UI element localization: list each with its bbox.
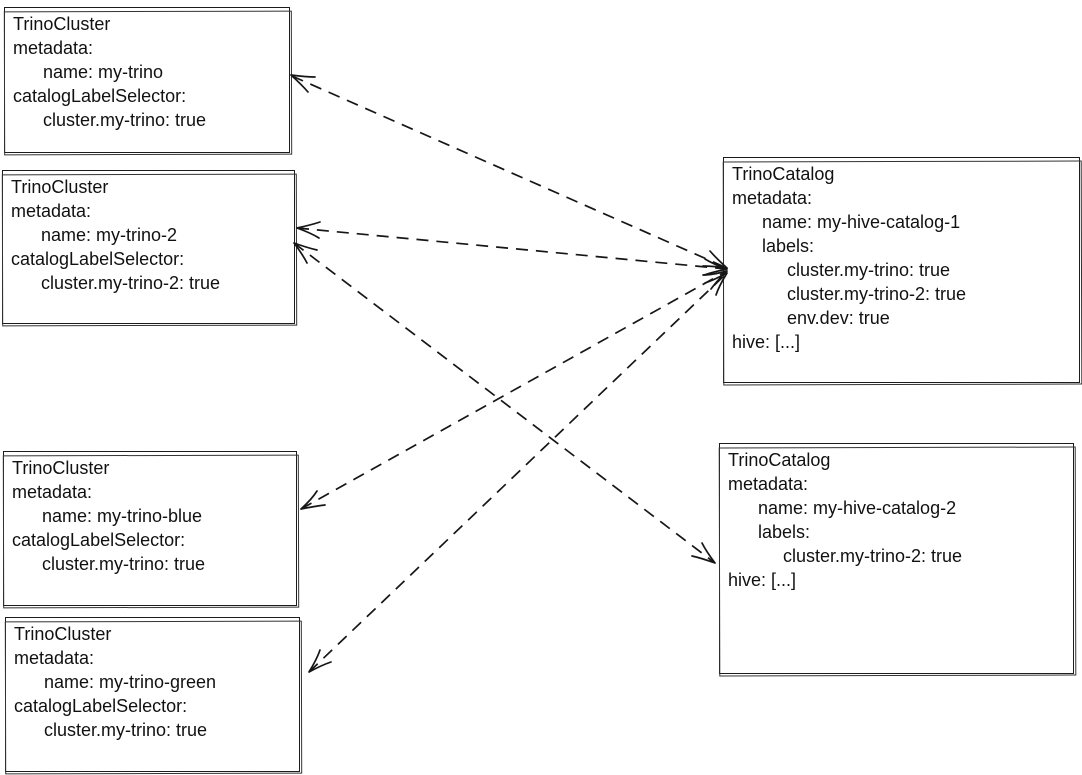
- box-line: cluster.my-trino: true: [42, 554, 206, 574]
- box-line: labels:: [762, 236, 815, 256]
- box-line: catalogLabelSelector:: [12, 530, 186, 550]
- edge-catalog1-my-trino-blue: [300, 270, 728, 510]
- box-line: catalogLabelSelector:: [14, 696, 188, 716]
- box-line: TrinoCluster: [11, 177, 109, 197]
- trino-cluster-my-trino-box: TrinoCluster metadata: name: my-trino ca…: [4, 7, 290, 153]
- box-line: cluster.my-trino: true: [43, 110, 207, 130]
- box-line: hive: [...]: [728, 570, 797, 590]
- edge-catalog1-my-trino-2: [296, 227, 728, 270]
- arrowhead-into-my-trino: [290, 74, 316, 93]
- arrowhead-into-catalog2-from-my-trino-2: [691, 542, 716, 564]
- box-line: metadata:: [11, 201, 92, 221]
- edge-catalog2-my-trino-2: [293, 242, 716, 564]
- box-line: TrinoCluster: [14, 624, 112, 644]
- box-line: name: my-trino-green: [44, 672, 217, 692]
- trino-cluster-my-trino-blue-box: TrinoCluster metadata: name: my-trino-bl…: [3, 451, 297, 606]
- arrowhead-into-my-trino-2-from-catalog1: [296, 221, 321, 239]
- arrowhead-into-my-trino-blue: [300, 490, 326, 510]
- box-line: name: my-hive-catalog-1: [762, 212, 961, 232]
- box-line: cluster.my-trino: true: [44, 720, 208, 740]
- arrowhead-into-my-trino-2-from-catalog2: [293, 242, 318, 264]
- box-line: labels:: [758, 522, 811, 542]
- box-line: cluster.my-trino-2: true: [783, 546, 963, 566]
- box-line: name: my-hive-catalog-2: [758, 498, 957, 518]
- box-line: hive: [...]: [732, 332, 801, 352]
- trino-catalog-my-hive-catalog-1-box: TrinoCatalog metadata: name: my-hive-cat…: [723, 157, 1080, 383]
- box-line: metadata:: [13, 38, 94, 58]
- box-line: env.dev: true: [787, 308, 890, 328]
- edge-catalog1-my-trino: [291, 75, 728, 269]
- box-line: TrinoCatalog: [728, 450, 831, 470]
- box-line: catalogLabelSelector:: [13, 86, 187, 106]
- trino-cluster-my-trino-2-box: TrinoCluster metadata: name: my-trino-2 …: [2, 170, 295, 324]
- box-line: TrinoCatalog: [732, 164, 835, 184]
- box-line: metadata:: [14, 648, 95, 668]
- box-line: catalogLabelSelector:: [11, 249, 185, 269]
- box-line: name: my-trino-blue: [42, 506, 203, 526]
- box-line: name: my-trino-2: [41, 225, 178, 245]
- trino-catalog-my-hive-catalog-2-box: TrinoCatalog metadata: name: my-hive-cat…: [719, 443, 1074, 674]
- box-line: cluster.my-trino-2: true: [41, 273, 221, 293]
- box-line: cluster.my-trino-2: true: [787, 284, 967, 304]
- trino-cluster-my-trino-green-box: TrinoCluster metadata: name: my-trino-gr…: [5, 617, 300, 772]
- box-line: metadata:: [728, 474, 809, 494]
- box-line: metadata:: [732, 188, 813, 208]
- box-line: metadata:: [12, 482, 93, 502]
- box-line: name: my-trino: [43, 62, 164, 82]
- box-line: TrinoCluster: [12, 458, 110, 478]
- arrowhead-into-my-trino-green: [308, 649, 332, 673]
- box-line: TrinoCluster: [13, 14, 111, 34]
- box-line: cluster.my-trino: true: [787, 260, 951, 280]
- edge-catalog1-my-trino-green: [308, 272, 728, 673]
